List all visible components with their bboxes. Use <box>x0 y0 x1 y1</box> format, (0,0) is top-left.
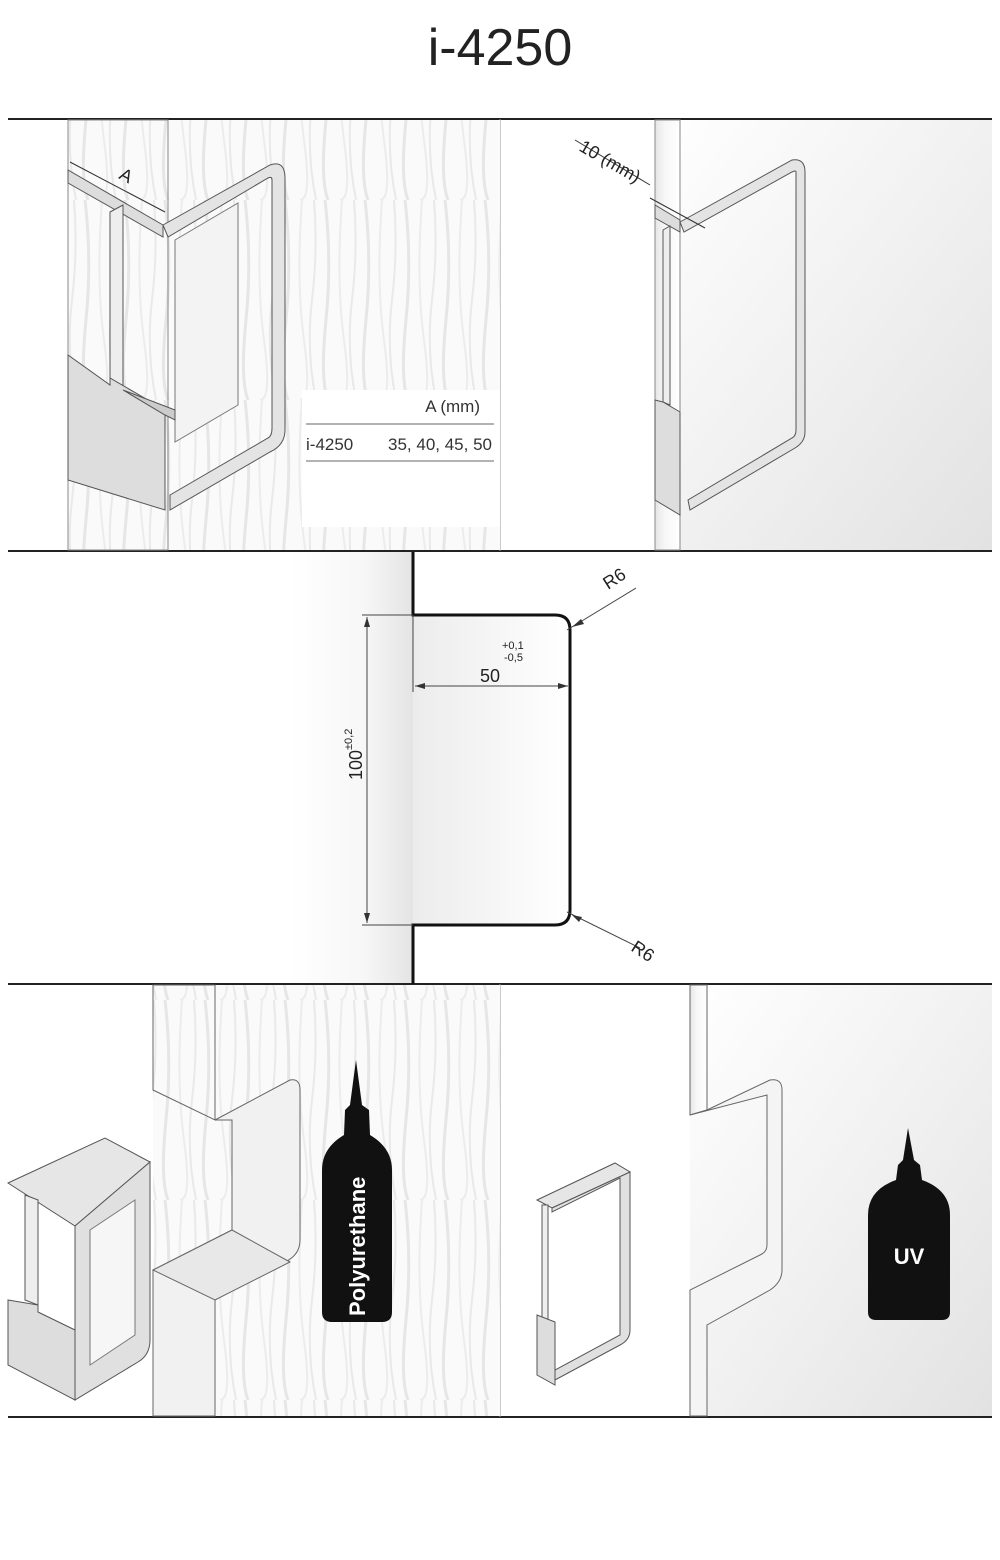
width-tolerance-minus: -0,5 <box>504 652 523 664</box>
height-tolerance: ±0,2 <box>343 729 355 750</box>
polyurethane-label: Polyurethane <box>345 1177 370 1316</box>
polyurethane-bottle-icon <box>322 1060 392 1322</box>
height-dimension-label: 100 <box>346 750 366 780</box>
table-row-values: 35, 40, 45, 50 <box>388 435 492 454</box>
cutout-outline <box>411 552 572 984</box>
table-row-model: i-4250 <box>306 435 353 454</box>
cutout-drawing: 50 +0,1 -0,5 100 ±0,2 R6 R6 <box>290 552 658 984</box>
product-title: i-4250 <box>428 19 573 77</box>
dimension-10mm-label: 10 (mm) <box>576 136 644 187</box>
glass-panel-install: 10 (mm) <box>574 119 992 551</box>
width-dimension-label: 50 <box>480 666 500 686</box>
glass-adhesive-step: UV <box>535 984 992 1417</box>
dimension-table: A (mm) i-4250 35, 40, 45, 50 <box>306 397 494 462</box>
wood-adhesive-step: Polyurethane <box>6 984 500 1417</box>
wood-panel-install: A <box>67 119 500 551</box>
uv-label: UV <box>894 1244 925 1269</box>
table-header: A (mm) <box>425 397 480 416</box>
radius-bottom-label: R6 <box>628 937 658 966</box>
radius-top-label: R6 <box>599 564 629 593</box>
width-tolerance-plus: +0,1 <box>502 640 524 652</box>
uv-bottle-icon <box>868 1128 950 1320</box>
